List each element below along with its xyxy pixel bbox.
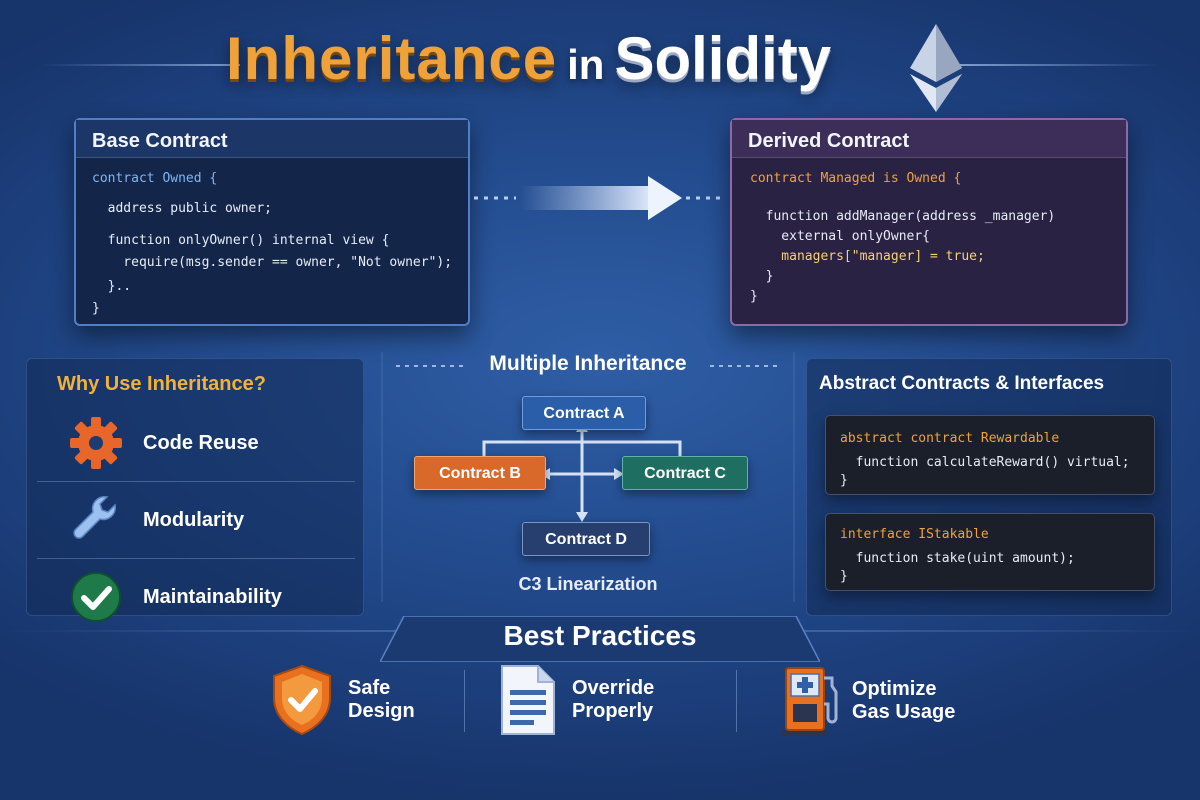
node-contract-d: Contract D bbox=[522, 522, 650, 556]
base-contract-heading: Base Contract bbox=[76, 120, 468, 158]
code-line: function addManager(address _manager) bbox=[750, 209, 1056, 224]
vertical-divider bbox=[464, 670, 465, 732]
abstract-title: Abstract Contracts & Interfaces bbox=[819, 373, 1105, 394]
why-item-label: Code Reuse bbox=[143, 431, 259, 454]
divider bbox=[37, 481, 355, 482]
why-inheritance-panel: Why Use Inheritance? Code Reuse bbox=[26, 358, 364, 622]
gas-pump-icon bbox=[782, 667, 838, 736]
code-line: } bbox=[840, 569, 848, 584]
multiple-inheritance-title: Multiple Inheritance bbox=[489, 352, 687, 375]
best-practice-item-gas: Optimize Gas Usage bbox=[778, 664, 955, 738]
code-line: abstract contract Rewardable bbox=[840, 431, 1060, 446]
code-line: } bbox=[840, 473, 848, 488]
code-line: interface IStakable bbox=[840, 527, 989, 542]
wrench-icon bbox=[73, 496, 116, 539]
why-item-label: Maintainability bbox=[143, 585, 282, 608]
base-contract-card: Base Contract contract Owned { address p… bbox=[74, 118, 470, 326]
title-right-line bbox=[960, 64, 1160, 66]
code-line: contract Managed is Owned { bbox=[750, 171, 962, 186]
abstract-contract-code-box: abstract contract Rewardable function ca… bbox=[825, 415, 1155, 495]
node-contract-b: Contract B bbox=[414, 456, 546, 490]
node-contract-c: Contract C bbox=[622, 456, 748, 490]
interface-code-box: interface IStakable function stake(uint … bbox=[825, 513, 1155, 591]
why-title: Why Use Inheritance? bbox=[57, 373, 266, 395]
document-icon bbox=[501, 665, 555, 735]
gear-icon bbox=[70, 417, 122, 469]
inheritance-connectors bbox=[381, 352, 795, 602]
shield-check-icon bbox=[273, 664, 331, 736]
code-line: contract Owned { bbox=[92, 171, 218, 186]
best-practices-banner bbox=[380, 616, 820, 662]
best-practice-label: Optimize Gas Usage bbox=[852, 678, 956, 723]
derived-contract-card: Derived Contract contract Managed is Own… bbox=[730, 118, 1128, 326]
inheritance-arrow bbox=[474, 176, 726, 220]
derived-contract-heading: Derived Contract bbox=[732, 120, 1126, 158]
base-contract-code: contract Owned { address public owner; f… bbox=[76, 158, 468, 324]
code-line: function calculateReward() virtual; bbox=[840, 455, 1130, 470]
code-line: } bbox=[750, 289, 758, 304]
code-line: }.. bbox=[92, 279, 132, 294]
title-left-line bbox=[40, 64, 240, 66]
best-practice-label: Override Properly bbox=[572, 677, 655, 722]
c3-linearization-caption: C3 Linearization bbox=[518, 574, 658, 594]
why-item-maintainability: Maintainability bbox=[37, 559, 355, 635]
check-circle-icon bbox=[71, 572, 121, 622]
why-item-label: Modularity bbox=[143, 508, 245, 531]
best-practices-title: Best Practices bbox=[503, 620, 697, 651]
why-item-code-reuse: Code Reuse bbox=[37, 405, 355, 481]
best-practice-label: Safe Design bbox=[348, 677, 415, 722]
title-part-3: Solidity bbox=[614, 25, 832, 92]
code-line: } bbox=[750, 269, 774, 284]
title-part-2: in bbox=[567, 41, 605, 88]
title-part-1: Inheritance bbox=[226, 25, 558, 92]
code-line: external onlyOwner{ bbox=[750, 229, 931, 244]
code-line: function onlyOwner() internal view { bbox=[92, 233, 390, 248]
why-item-modularity: Modularity bbox=[37, 482, 355, 558]
code-line: address public owner; bbox=[92, 201, 273, 216]
code-line: } bbox=[92, 301, 100, 316]
best-practice-item-safe-design: Safe Design bbox=[270, 664, 415, 736]
divider bbox=[37, 558, 355, 559]
multiple-inheritance-section: Multiple Inheritance Contract A Contract… bbox=[380, 352, 796, 612]
code-line: function stake(uint amount); bbox=[840, 551, 1075, 566]
code-line: require(msg.sender == owner, "Not owner"… bbox=[92, 255, 453, 270]
abstract-contracts-panel: Abstract Contracts & Interfaces abstract… bbox=[806, 358, 1172, 616]
best-practice-item-override: Override Properly bbox=[496, 664, 654, 736]
code-line: managers["manager] = true; bbox=[750, 249, 985, 264]
node-contract-a: Contract A bbox=[522, 396, 646, 430]
derived-contract-code: contract Managed is Owned { function add… bbox=[732, 158, 1126, 324]
ethereum-logo-icon bbox=[910, 24, 962, 112]
vertical-divider bbox=[736, 670, 737, 732]
